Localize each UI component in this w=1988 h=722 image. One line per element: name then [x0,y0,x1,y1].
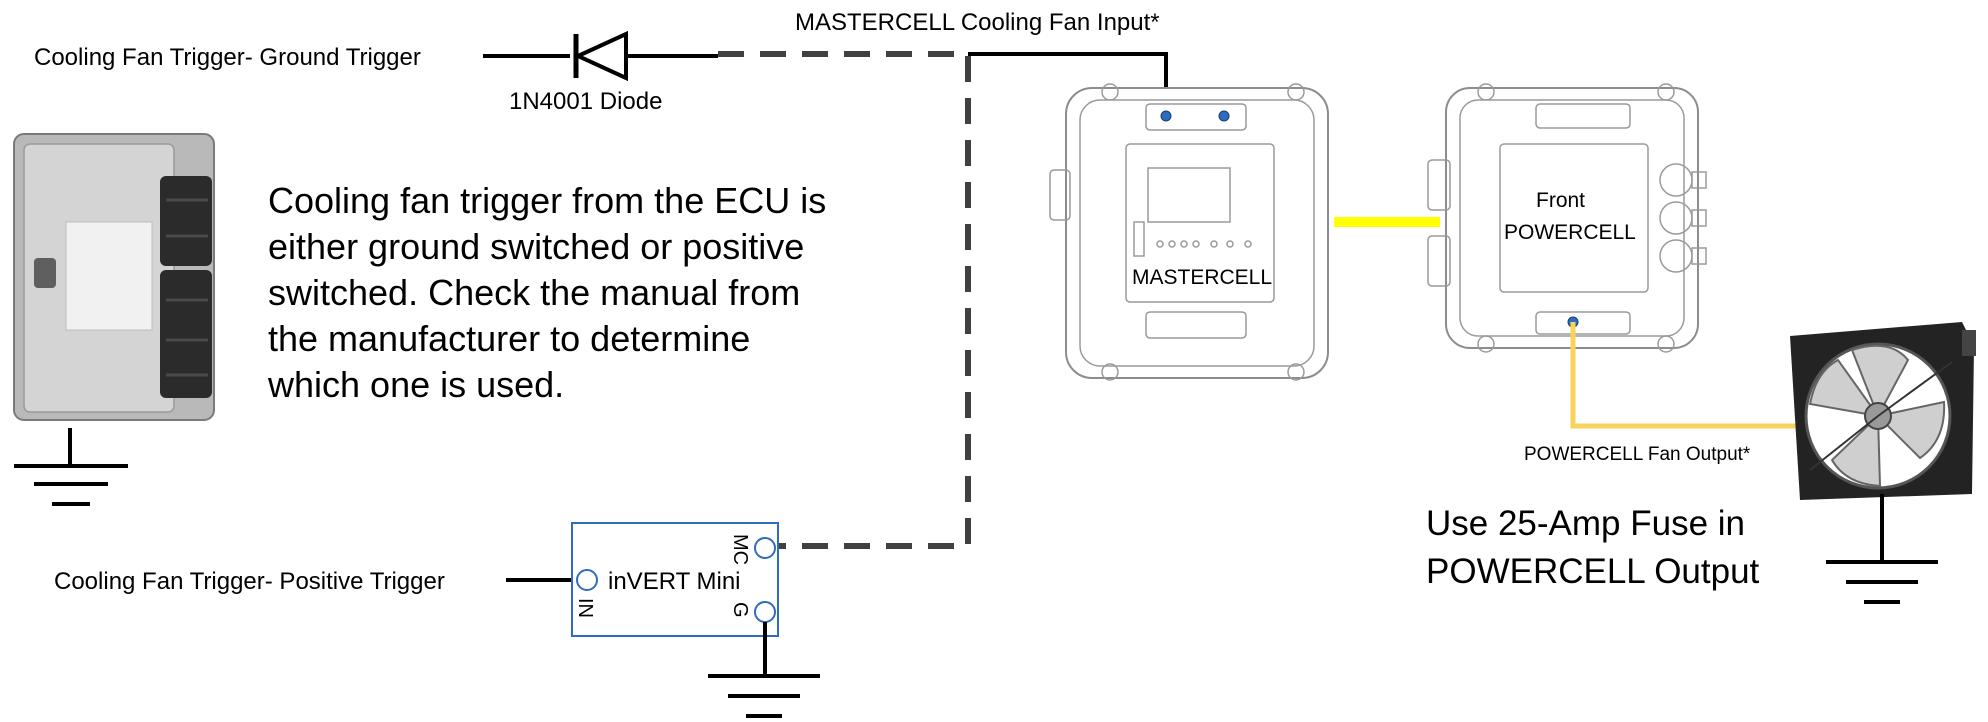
fuse-note-line2: POWERCELL Output [1426,552,1760,591]
mastercell-pin-2 [1218,110,1230,122]
powercell-label-line1: Front [1536,189,1585,212]
fuse-note-line1: Use 25-Amp Fuse in [1426,504,1746,543]
invert-g-terminal [754,601,776,623]
invert-mini-module: inVERT Mini MC IN G [571,522,779,637]
invert-mc-terminal [754,537,776,559]
powercell-fan-output-wire [1570,322,1800,429]
mastercell-input-pin [1160,110,1172,122]
diode-symbol [573,30,628,82]
invert-ground-symbol [708,622,820,718]
ecu-ground-symbol [14,428,128,506]
invert-mini-label: inVERT Mini [608,568,741,595]
diode-label: 1N4001 Diode [509,88,662,115]
ecu-trigger-note: Cooling fan trigger from the ECU is eith… [268,180,827,405]
fan-ground-symbol [1826,494,1938,604]
pin-in-label: IN [574,598,596,618]
mastercell-input-label: MASTERCELL Cooling Fan Input* [795,9,1160,36]
ground-trigger-label: Cooling Fan Trigger- Ground Trigger [34,44,421,71]
invert-in-terminal [576,569,598,591]
pin-g-label: G [729,602,751,618]
ecu-image [13,133,215,421]
powercell-module: Front POWERCELL [1427,83,1707,353]
cooling-fan-image [1790,322,1976,500]
powercell-fan-output-label: POWERCELL Fan Output* [1524,444,1751,465]
pin-mc-label: MC [729,534,751,565]
mastercell-label: MASTERCELL [1132,266,1272,289]
fuse-note: Use 25-Amp Fuse in POWERCELL Output [1426,500,1806,596]
positive-trigger-label: Cooling Fan Trigger- Positive Trigger [54,568,445,595]
powercell-label-line2: POWERCELL [1504,221,1636,244]
mastercell-module: MASTERCELL [1049,83,1329,381]
